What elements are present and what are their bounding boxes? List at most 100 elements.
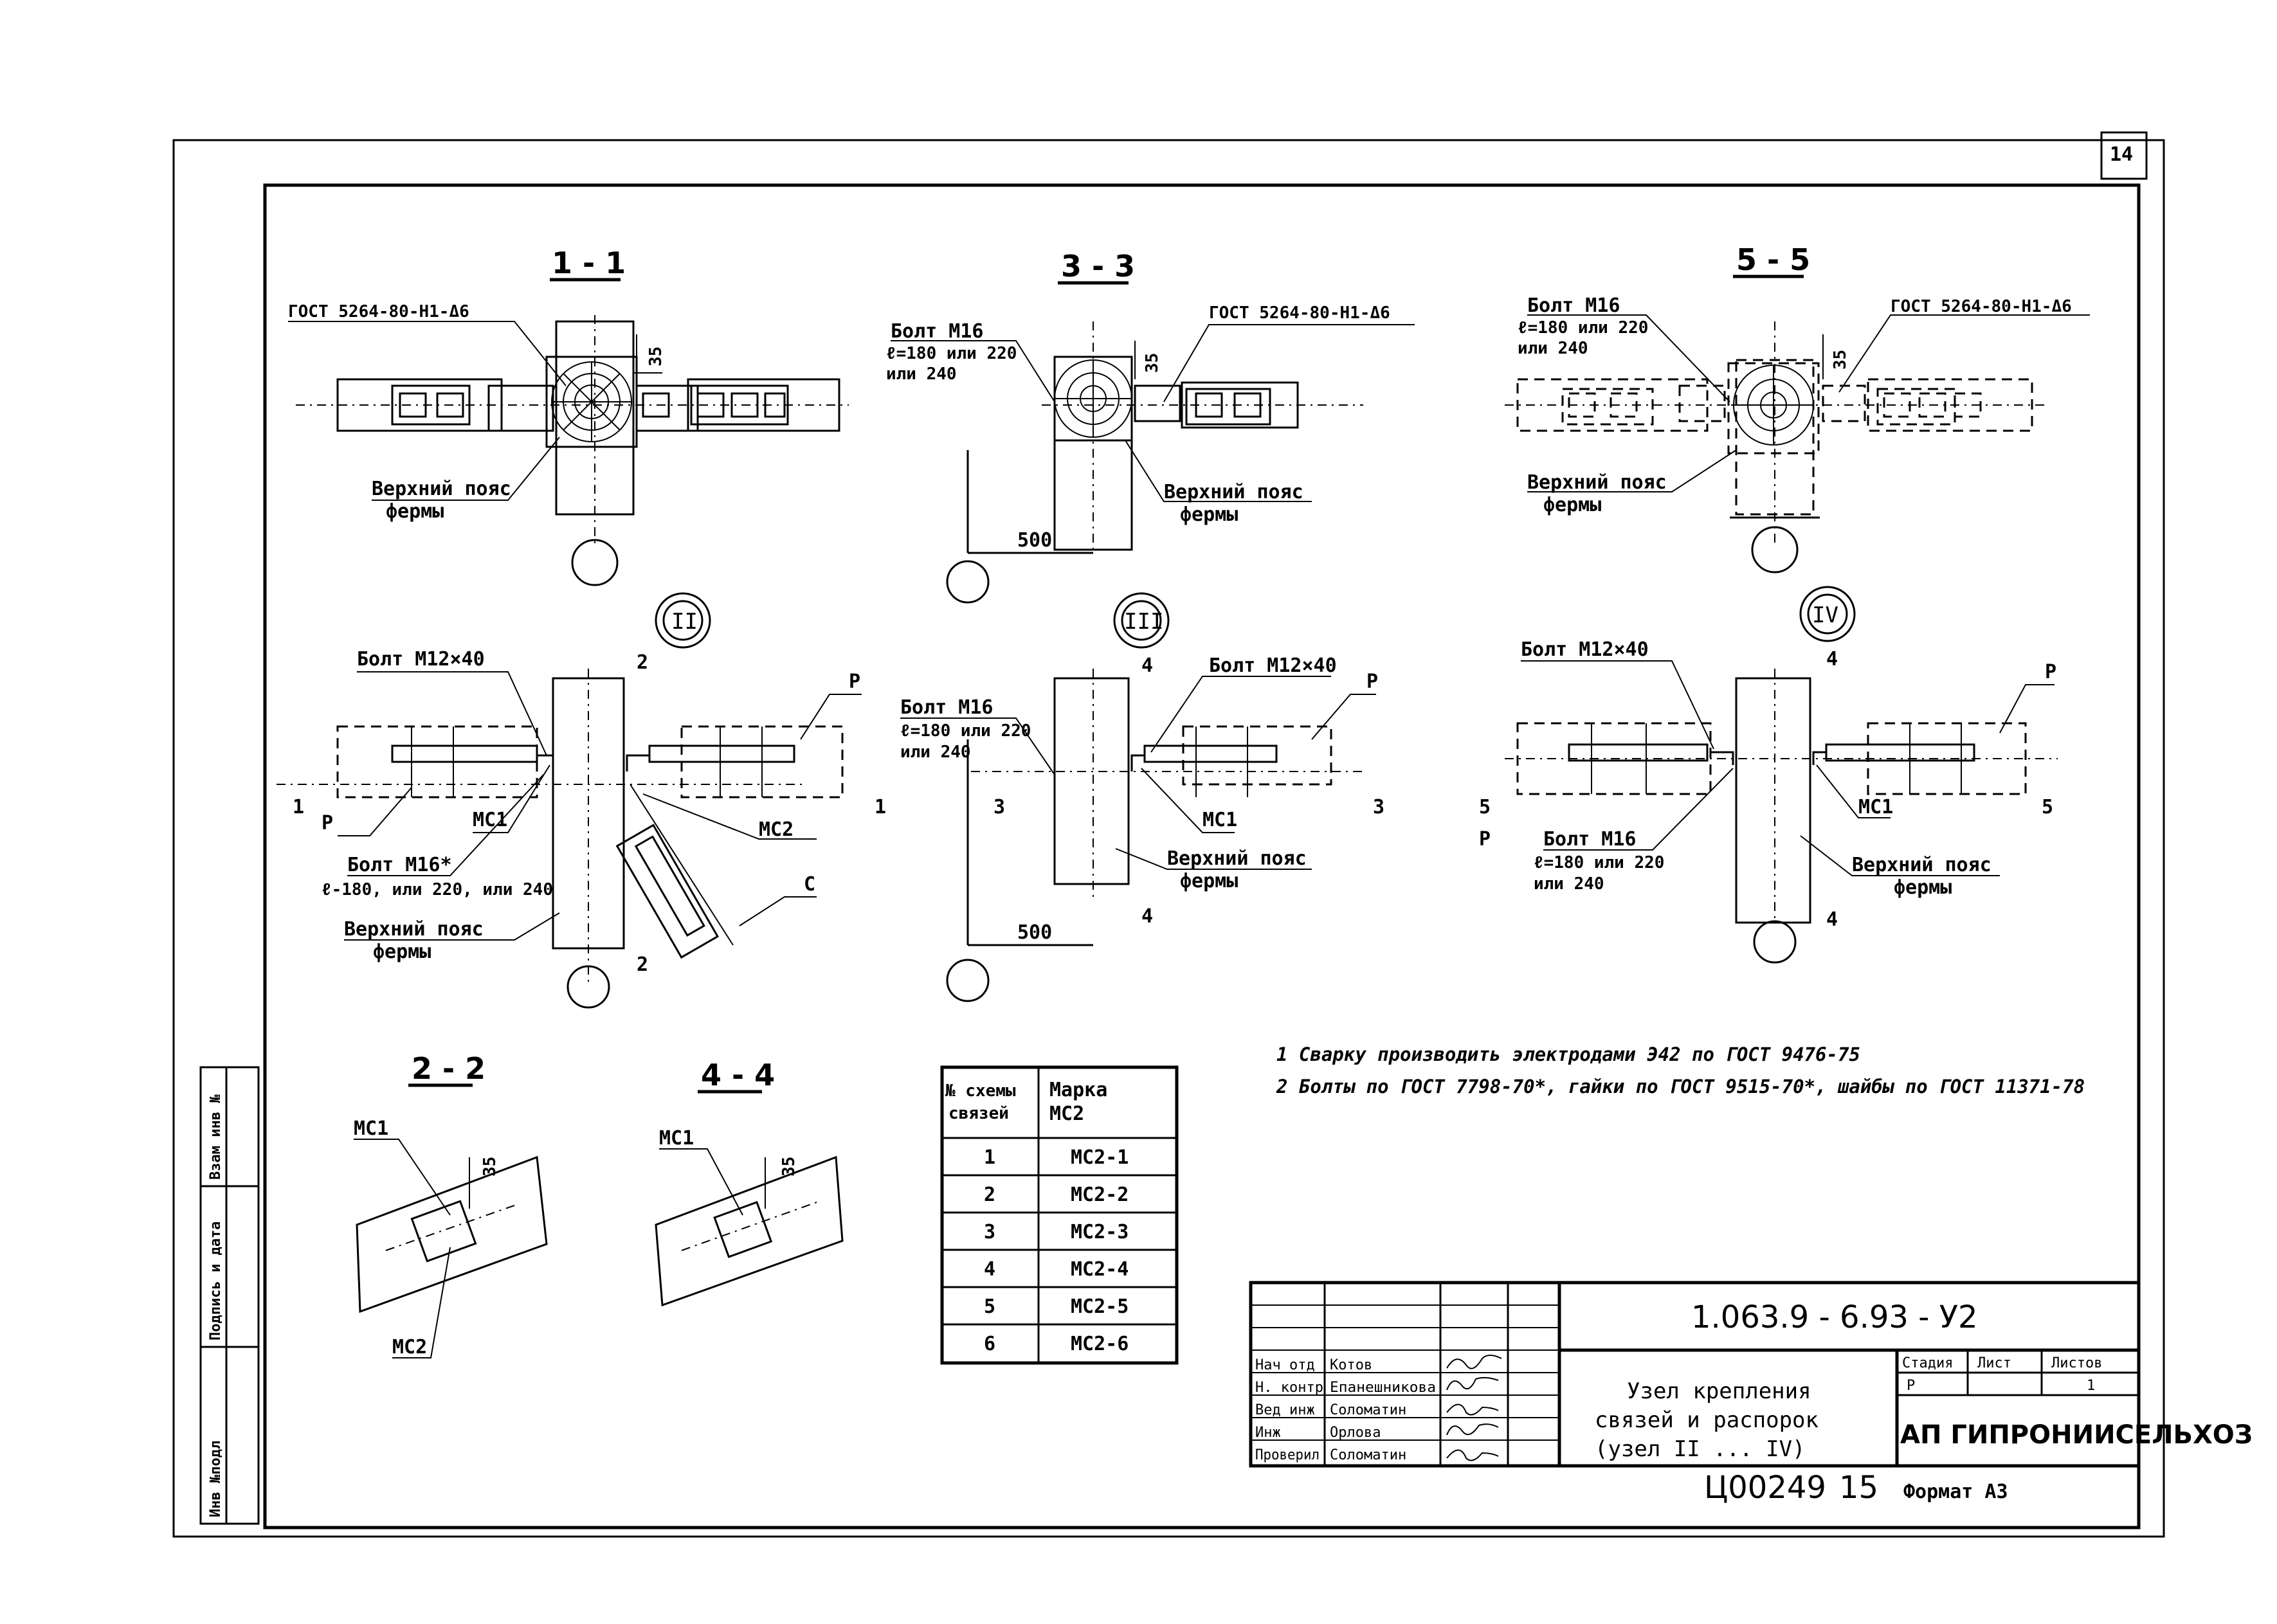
s11-belt-line2: фермы: [386, 500, 444, 523]
node-3-dim-500: 500: [1017, 921, 1052, 944]
s33-bolt-len2: или 240: [886, 365, 957, 384]
node-3-marker-outer: [1113, 592, 1170, 649]
format-label: Формат А3: [1903, 1481, 2008, 1503]
node-4-cut4-top: 4: [1826, 648, 1838, 671]
s55-bolt-len2: или 240: [1518, 339, 1588, 358]
side-sign-label: Подпись и дата: [208, 1222, 224, 1340]
table-row-2-n: 2: [984, 1184, 995, 1206]
node-2-marker-outer: [655, 592, 711, 649]
s55-belt-line1: Верхний пояс: [1527, 471, 1667, 494]
node-3-mc1: МС1: [1202, 809, 1237, 831]
table-header-col1-line2: связей: [948, 1104, 1009, 1123]
s44-mc1: МС1: [659, 1127, 694, 1150]
section-4-4: 4 - 4 МС1 35: [655, 1058, 844, 1307]
table-row-6-n: 6: [984, 1333, 995, 1355]
section-1-1-title: 1 - 1: [552, 246, 626, 280]
table-row-1-n: 1: [984, 1146, 995, 1169]
node-2-p-left: Р: [322, 812, 333, 835]
note-1: 1 Сварку производить электродами Э42 по …: [1276, 1043, 1860, 1065]
node-3-belt-line2: фермы: [1180, 870, 1238, 892]
node-2-belt-line2: фермы: [373, 941, 431, 963]
node-4: IV Болт М12×40 Р Р 5 5 4 4 МС1 Болт М16 …: [1479, 586, 2058, 964]
copy-number: 15: [1839, 1470, 1878, 1506]
node-4-len2: или 240: [1534, 874, 1604, 894]
node-2: II Болт М12×40 Р Р 1 1 2 2 МС1 МС2 Болт …: [277, 592, 886, 1009]
node-4-p-left: Р: [1479, 828, 1491, 851]
outer-frame: [172, 139, 2165, 1538]
stamp-title-line1: Узел крепления: [1627, 1378, 1811, 1404]
signature-1: [1446, 1355, 1502, 1369]
node-4-cut4-bottom: 4: [1826, 908, 1838, 931]
node-2-bolt16-len: ℓ-180, или 220, или 240: [322, 880, 553, 899]
node-2-cut-right: 1: [875, 796, 886, 818]
s55-dim-35: 35: [1831, 350, 1850, 370]
stamp-code: 1.063.9 - 6.93 - У2: [1691, 1299, 1978, 1335]
section-4-4-title: 4 - 4: [701, 1058, 775, 1092]
node-4-len1: ℓ=180 или 220: [1534, 853, 1664, 872]
node-4-p-right: Р: [2045, 661, 2056, 683]
s33-belt-line1: Верхний пояс: [1164, 481, 1303, 503]
node-3-bolt12: Болт М12×40: [1209, 654, 1337, 677]
stamp-title-line3: (узел II ... IV): [1595, 1436, 1806, 1462]
stamp-name-5: Соломатин: [1330, 1447, 1406, 1463]
stamp-role-1: Нач отд: [1255, 1357, 1315, 1373]
node-4-roman: IV: [1812, 602, 1838, 628]
s22-dim-35: 35: [480, 1157, 500, 1177]
s44-dim-35: 35: [779, 1157, 799, 1177]
s11-dim-35: 35: [646, 347, 666, 366]
signature-3: [1446, 1403, 1499, 1416]
stamp-role-5: Проверил: [1255, 1447, 1320, 1463]
stamp-title-line2: связей и распорок: [1595, 1407, 1819, 1433]
table-row-4-mark: МС2-4: [1071, 1258, 1129, 1281]
stamp-role-2: Н. контр: [1255, 1380, 1323, 1396]
s11-gost: ГОСТ 5264-80-Н1-Δ6: [288, 302, 469, 321]
title-block: 1.063.9 - 6.93 - У2 Узел крепления связе…: [1249, 1281, 2253, 1468]
signature-4: [1446, 1423, 1499, 1436]
node-2-cut2-bottom: 2: [637, 953, 648, 976]
section-5-5: 5 - 5 Болт М16 ℓ=180 или 220 или 240 ГОС…: [1505, 242, 2090, 573]
node-3-len1: ℓ=180 или 220: [900, 721, 1031, 741]
s55-gost: ГОСТ 5264-80-Н1-Δ6: [1891, 297, 2072, 316]
stamp-role-3: Вед инж: [1255, 1402, 1315, 1418]
node-3-p: Р: [1366, 671, 1378, 693]
s22-mc1: МС1: [354, 1117, 388, 1140]
node-3: III 500 Болт М16 ℓ=180 или 220 или 240 Б…: [900, 592, 1384, 1002]
node-3-roman: III: [1124, 609, 1163, 635]
section-5-5-title: 5 - 5: [1736, 242, 1810, 277]
node-3-cut4-bottom: 4: [1141, 905, 1153, 928]
side-inv-label: Инв №подл: [208, 1441, 224, 1517]
s55-bolt-len1: ℓ=180 или 220: [1518, 318, 1648, 338]
stamp-name-4: Орлова: [1330, 1425, 1381, 1441]
sheet-number: 14: [2110, 143, 2133, 166]
node-4-bolt16: Болт М16: [1543, 828, 1637, 851]
section-1-1: 1 - 1 35 ГОСТ 5264-80-Н1-Δ6 Верхний пояс: [288, 246, 849, 586]
node-2-cut2-top: 2: [637, 651, 648, 674]
node-4-marker-inner: [1807, 593, 1848, 635]
table-row-4-n: 4: [984, 1258, 995, 1281]
s33-dim-35: 35: [1143, 353, 1162, 373]
node-3-len2: или 240: [900, 743, 971, 762]
table-row-5-mark: МС2-5: [1071, 1295, 1129, 1318]
table-header-col1-line1: № схемы: [945, 1081, 1016, 1101]
node-3-marker-inner: [1121, 600, 1162, 641]
node-4-bolt12: Болт М12×40: [1521, 638, 1649, 661]
stamp-sheet-label: Лист: [1977, 1355, 2011, 1371]
node-2-belt-line1: Верхний пояс: [344, 918, 484, 941]
stamp-stage-label: Стадия: [1902, 1355, 1953, 1371]
section-2-2: 2 - 2 МС1 МС2 35: [354, 1051, 548, 1358]
node-4-mc1: МС1: [1858, 796, 1893, 818]
node-2-cut-left: 1: [293, 796, 304, 818]
s55-belt-line2: фермы: [1543, 494, 1601, 516]
node-2-bolt16: Болт М16*: [347, 854, 452, 876]
table-row-3-mark: МС2-3: [1071, 1221, 1129, 1243]
stamp-name-3: Соломатин: [1330, 1402, 1406, 1418]
stamp-org: АП ГИПРОНИИСЕЛЬХОЗ: [1900, 1420, 2253, 1450]
stamp-stage: Р: [1907, 1378, 1915, 1394]
node-3-cut-right: 3: [1373, 796, 1384, 818]
node-3-cut-left: 3: [993, 796, 1005, 818]
table-header-col2-line1: Марка: [1049, 1079, 1107, 1101]
stamp-sheet: 1: [2087, 1378, 2095, 1394]
s33-bolt-len1: ℓ=180 или 220: [886, 344, 1017, 363]
sheet-number-box: [2100, 131, 2148, 180]
